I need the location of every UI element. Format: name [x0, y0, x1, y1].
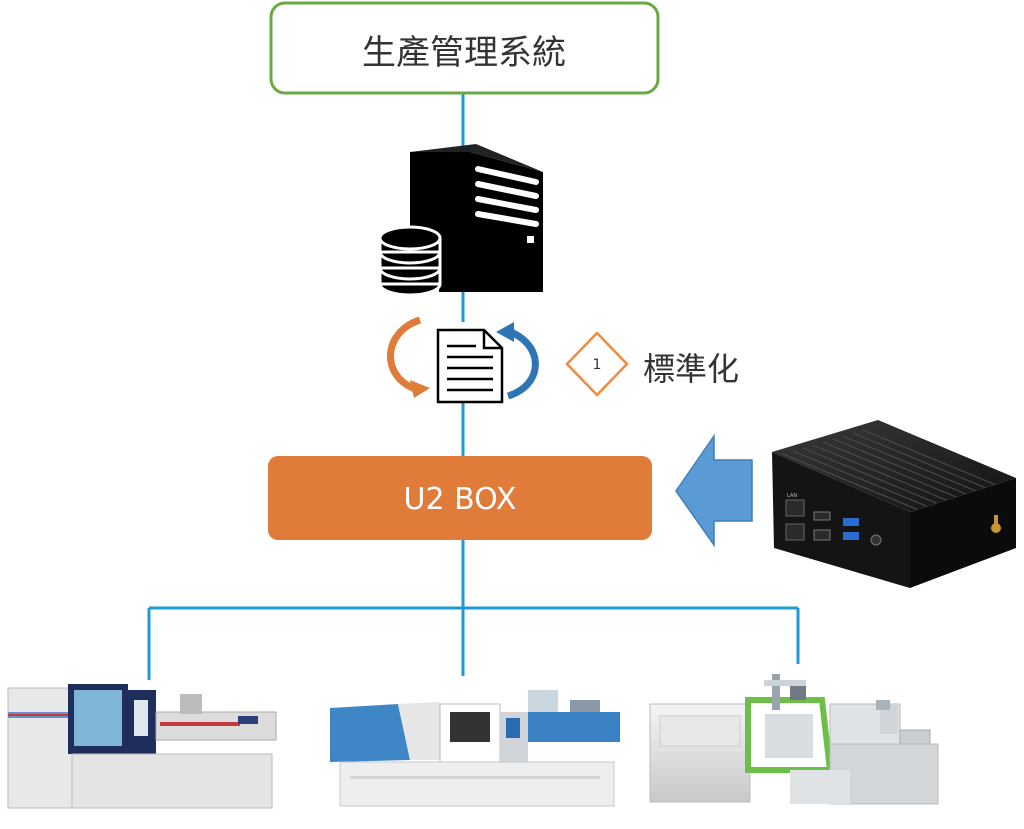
cycle-arrows-icon	[387, 316, 539, 400]
orange-arrow	[387, 316, 422, 394]
production-system-label: 生產管理系統	[362, 33, 566, 73]
connectors	[147, 94, 800, 680]
svg-text:LAN: LAN	[787, 493, 797, 499]
standardization-label: 標準化	[643, 350, 739, 388]
left-arrow-icon	[675, 433, 753, 548]
database-icon	[378, 225, 442, 297]
industrial-pc-icon: LAN	[772, 420, 1016, 588]
injection-molding-machine-icon	[330, 690, 620, 807]
injection-molding-machine-icon	[7, 684, 277, 809]
step-number: 1	[593, 357, 602, 373]
u2-box: U2 BOX	[268, 456, 652, 540]
u2-box-label: U2 BOX	[404, 482, 517, 517]
diamond-badge-icon: 1	[565, 331, 629, 397]
document-icon	[436, 328, 504, 404]
blue-arrow	[503, 326, 539, 400]
injection-molding-machine-icon	[649, 674, 939, 805]
production-system-box: 生產管理系統	[269, 1, 660, 95]
